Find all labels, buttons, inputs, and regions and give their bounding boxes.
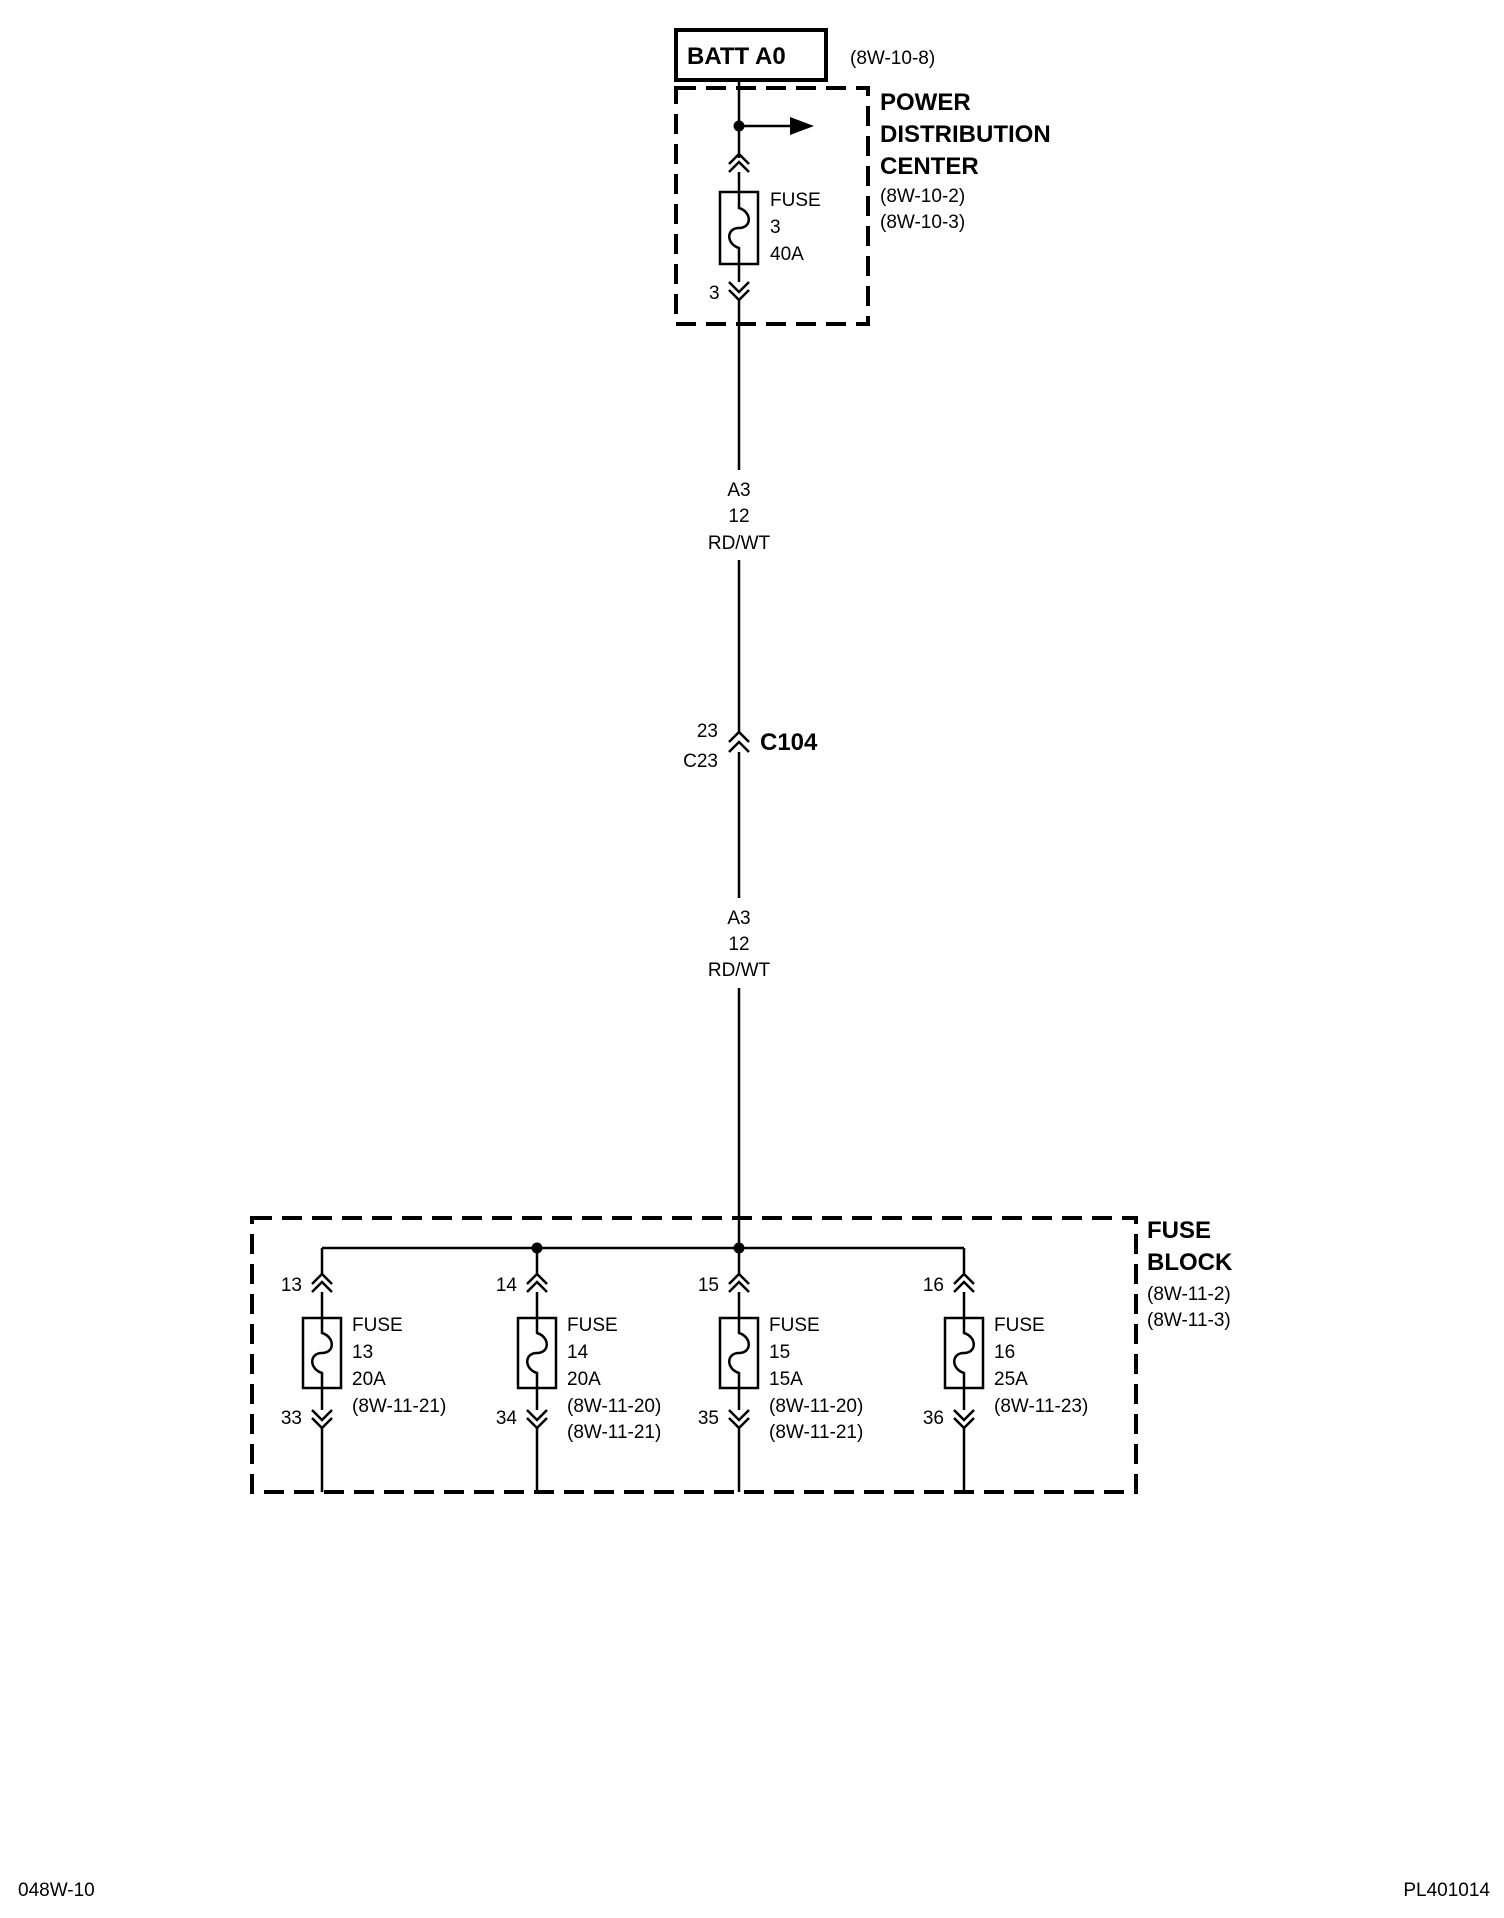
pdc-ref-1: (8W-10-2)	[880, 186, 965, 207]
c104-pin-bottom: C23	[683, 751, 718, 772]
pdc-fuse-line-1: FUSE	[770, 190, 821, 211]
fuse-16-in-pin: 16	[923, 1275, 944, 1296]
batt-label: BATT A0	[687, 43, 786, 70]
fuse-16-in-connector	[953, 1272, 975, 1293]
batt-box	[674, 28, 828, 82]
fuse-block-ref-1: (8W-11-2)	[1147, 1284, 1231, 1305]
pdc-fuse-line-2: 3	[770, 217, 781, 238]
fuse-14-in-connector	[526, 1272, 548, 1293]
pdc-branch-arrow	[790, 117, 814, 135]
pdc-fuse-in-connector	[728, 152, 750, 173]
fuse-15-ref-1: (8W-11-20)	[769, 1396, 863, 1417]
fuse-16-out-pin: 36	[923, 1408, 944, 1429]
fuse-15-in-connector	[728, 1272, 750, 1293]
fuse-14-ref-1: (8W-11-20)	[567, 1396, 661, 1417]
fuse-14-ref-2: (8W-11-21)	[567, 1422, 661, 1443]
fuse-block-name-line-1: FUSE	[1147, 1217, 1211, 1244]
fuse-15-element	[728, 1318, 750, 1388]
wire-upper-line-2: 12	[728, 506, 749, 527]
wire-upper-line-1: A3	[727, 480, 750, 501]
wire-lower-line-2: 12	[728, 934, 749, 955]
pdc-fuse-element	[728, 192, 750, 264]
fuse-15-in-pin: 15	[698, 1275, 719, 1296]
wire-lower-line-3: RD/WT	[708, 960, 771, 981]
pdc-boundary	[674, 86, 870, 326]
fuse-13-ref-1: (8W-11-21)	[352, 1396, 446, 1417]
fuse-14: 14 34 FUSE 14 20A (8W-11-20) (8W-11-21)	[496, 1248, 661, 1492]
fuse-14-line-3: 20A	[567, 1369, 601, 1390]
fuse-15-line-1: FUSE	[769, 1315, 820, 1336]
fuse-16-line-1: FUSE	[994, 1315, 1045, 1336]
c104-connector	[728, 730, 750, 753]
fuse-15-line-3: 15A	[769, 1369, 803, 1390]
fuse-16-ref-1: (8W-11-23)	[994, 1396, 1088, 1417]
pdc-name-line-2: DISTRIBUTION	[880, 121, 1051, 148]
pdc-fuse-line-3: 40A	[770, 244, 804, 265]
pdc-name-line-1: POWER	[880, 89, 971, 116]
fuse-15: 15 35 FUSE 15 15A (8W-11-20) (8W-11-21)	[698, 1248, 863, 1492]
fuse-13-element	[311, 1318, 333, 1388]
fuse-13-out-connector	[311, 1409, 333, 1430]
pdc-ref-2: (8W-10-3)	[880, 212, 965, 233]
fuse-13-in-connector	[311, 1272, 333, 1293]
pdc-fuse-out-connector	[728, 281, 750, 302]
pdc-name-line-3: CENTER	[880, 153, 979, 180]
fuse-16-line-3: 25A	[994, 1369, 1028, 1390]
c104-pin-top: 23	[697, 721, 718, 742]
fuse-14-in-pin: 14	[496, 1275, 518, 1296]
fuse-block-boundary	[250, 1216, 1138, 1494]
batt-ref: (8W-10-8)	[850, 48, 935, 69]
fuse-16-out-connector	[953, 1409, 975, 1430]
fuse-15-ref-2: (8W-11-21)	[769, 1422, 863, 1443]
fuse-block-name-line-2: BLOCK	[1147, 1249, 1233, 1276]
fuse-14-line-1: FUSE	[567, 1315, 618, 1336]
fuse-13-out-pin: 33	[281, 1408, 302, 1429]
fuse-13-line-2: 13	[352, 1342, 373, 1363]
fuse-13: 13 33 FUSE 13 20A (8W-11-21)	[281, 1248, 446, 1492]
fuse-block-ref-2: (8W-11-3)	[1147, 1310, 1231, 1331]
c104-name: C104	[760, 729, 818, 756]
fuse-16-element	[953, 1318, 975, 1388]
fuse-14-line-2: 14	[567, 1342, 589, 1363]
footer-right: PL401014	[1403, 1880, 1490, 1901]
fuse-15-out-connector	[728, 1409, 750, 1430]
fuse-15-line-2: 15	[769, 1342, 790, 1363]
fuse-14-out-connector	[526, 1409, 548, 1430]
fuse-15-out-pin: 35	[698, 1408, 719, 1429]
fuse-16-line-2: 16	[994, 1342, 1015, 1363]
fuse-16: 16 36 FUSE 16 25A (8W-11-23)	[923, 1248, 1088, 1492]
wire-lower-line-1: A3	[727, 908, 750, 929]
fuse-14-out-pin: 34	[496, 1408, 518, 1429]
fuse-13-line-3: 20A	[352, 1369, 386, 1390]
footer-left: 048W-10	[18, 1880, 95, 1901]
pdc-fuse-out-pin: 3	[709, 283, 720, 304]
fuse-13-in-pin: 13	[281, 1275, 302, 1296]
fuse-13-line-1: FUSE	[352, 1315, 403, 1336]
fuse-14-element	[526, 1318, 548, 1388]
wire-upper-line-3: RD/WT	[708, 533, 771, 554]
